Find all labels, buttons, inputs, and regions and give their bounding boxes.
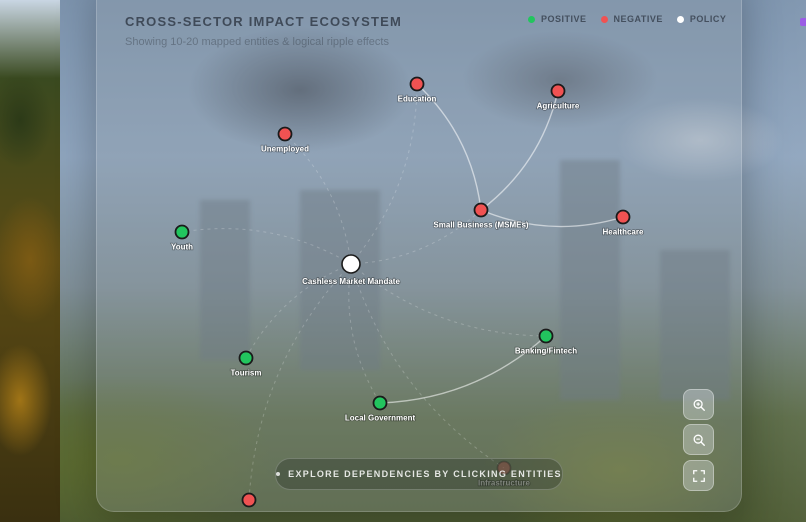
- explore-hint-text: EXPLORE DEPENDENCIES BY CLICKING ENTITIE…: [288, 469, 562, 479]
- node-youth[interactable]: Youth: [170, 224, 194, 252]
- node-infrastructure[interactable]: Infrastructure: [477, 460, 531, 488]
- node-agriculture[interactable]: Agriculture: [536, 83, 581, 111]
- legend-swatch-policy: [676, 15, 684, 23]
- node-marker-mandate[interactable]: [341, 254, 361, 274]
- links-layer: [181, 83, 624, 501]
- link-msme-healthcare: [480, 209, 624, 228]
- node-marker-healthcare[interactable]: [615, 209, 631, 225]
- node-marker-fintech[interactable]: [538, 328, 554, 344]
- node-label-agriculture: Agriculture: [537, 102, 580, 111]
- legend-label-positive: POSITIVE: [541, 14, 587, 24]
- node-label-healthcare: Healthcare: [603, 228, 644, 237]
- fit-view-button[interactable]: [683, 460, 714, 491]
- blurred-building: [300, 190, 380, 370]
- node-fintech[interactable]: Banking/Fintech: [514, 328, 578, 356]
- link-mandate-tourism: [245, 263, 352, 359]
- node-label-tourism: Tourism: [231, 369, 262, 378]
- legend-label-negative: NEGATIVE: [613, 14, 663, 24]
- legend-swatch-negative: [600, 15, 608, 23]
- link-mandate-youth: [181, 228, 352, 265]
- legend-swatch-positive: [528, 15, 535, 23]
- legend: POSITIVE NEGATIVE POLICY: [528, 14, 726, 24]
- node-marker-youth[interactable]: [174, 224, 190, 240]
- tree-foliage: [0, 0, 60, 522]
- node-marker-tourism[interactable]: [238, 350, 254, 366]
- node-unlabeled_bottom[interactable]: [241, 492, 257, 508]
- blurred-building: [200, 200, 250, 360]
- legend-item-policy: POLICY: [676, 14, 727, 24]
- node-marker-unlabeled_bottom[interactable]: [241, 492, 257, 508]
- node-label-mandate: Cashless Market Mandate: [302, 277, 400, 286]
- explore-hint: EXPLORE DEPENDENCIES BY CLICKING ENTITIE…: [275, 458, 563, 490]
- node-label-youth: Youth: [171, 243, 193, 252]
- hint-bullet: [276, 472, 281, 476]
- node-marker-unemployed[interactable]: [277, 126, 293, 142]
- blurred-building: [560, 160, 620, 400]
- legend-item-positive: POSITIVE: [528, 14, 587, 24]
- link-mandate-unemployed: [284, 133, 352, 265]
- node-label-localgov: Local Government: [345, 414, 416, 423]
- node-tourism[interactable]: Tourism: [230, 350, 262, 378]
- zoom-out-button[interactable]: [683, 424, 714, 455]
- zoom-in-button[interactable]: [683, 389, 714, 420]
- page-subtitle: Showing 10-20 mapped entities & logical …: [125, 36, 389, 48]
- link-msme-education: [416, 83, 482, 211]
- link-mandate-localgov: [348, 263, 381, 404]
- node-marker-agriculture[interactable]: [550, 83, 566, 99]
- node-healthcare[interactable]: Healthcare: [602, 209, 645, 237]
- node-marker-msme[interactable]: [473, 202, 489, 218]
- node-label-infrastructure: Infrastructure: [478, 479, 531, 488]
- side-tab[interactable]: [800, 18, 806, 26]
- page-title: CROSS-SECTOR IMPACT ECOSYSTEM: [125, 14, 403, 29]
- node-marker-localgov[interactable]: [372, 395, 388, 411]
- link-localgov-fintech: [379, 335, 547, 404]
- node-marker-education[interactable]: [409, 76, 425, 92]
- blurred-building: [660, 250, 730, 400]
- node-mandate[interactable]: Cashless Market Mandate: [301, 254, 401, 287]
- link-mandate-education: [350, 83, 418, 265]
- node-education[interactable]: Education: [397, 76, 437, 104]
- node-label-unemployed: Unemployed: [261, 145, 309, 154]
- node-localgov[interactable]: Local Government: [344, 395, 416, 423]
- zoom-in-icon: [693, 399, 705, 411]
- legend-item-negative: NEGATIVE: [600, 14, 663, 24]
- link-mandate-fintech: [350, 263, 547, 337]
- edge-strip: [740, 0, 806, 522]
- legend-label-policy: POLICY: [689, 14, 727, 24]
- zoom-out-icon: [693, 434, 705, 446]
- link-mandate-msme: [350, 209, 482, 265]
- node-msme[interactable]: Small Business (MSMEs): [433, 202, 530, 230]
- node-label-msme: Small Business (MSMEs): [433, 221, 528, 230]
- node-label-education: Education: [398, 95, 437, 104]
- node-marker-infrastructure[interactable]: [496, 460, 512, 476]
- node-unemployed[interactable]: Unemployed: [260, 126, 310, 154]
- fullscreen-icon: [692, 469, 705, 482]
- node-label-fintech: Banking/Fintech: [515, 347, 577, 356]
- link-msme-agriculture: [480, 90, 559, 211]
- link-mandate-infrastructure: [350, 263, 505, 469]
